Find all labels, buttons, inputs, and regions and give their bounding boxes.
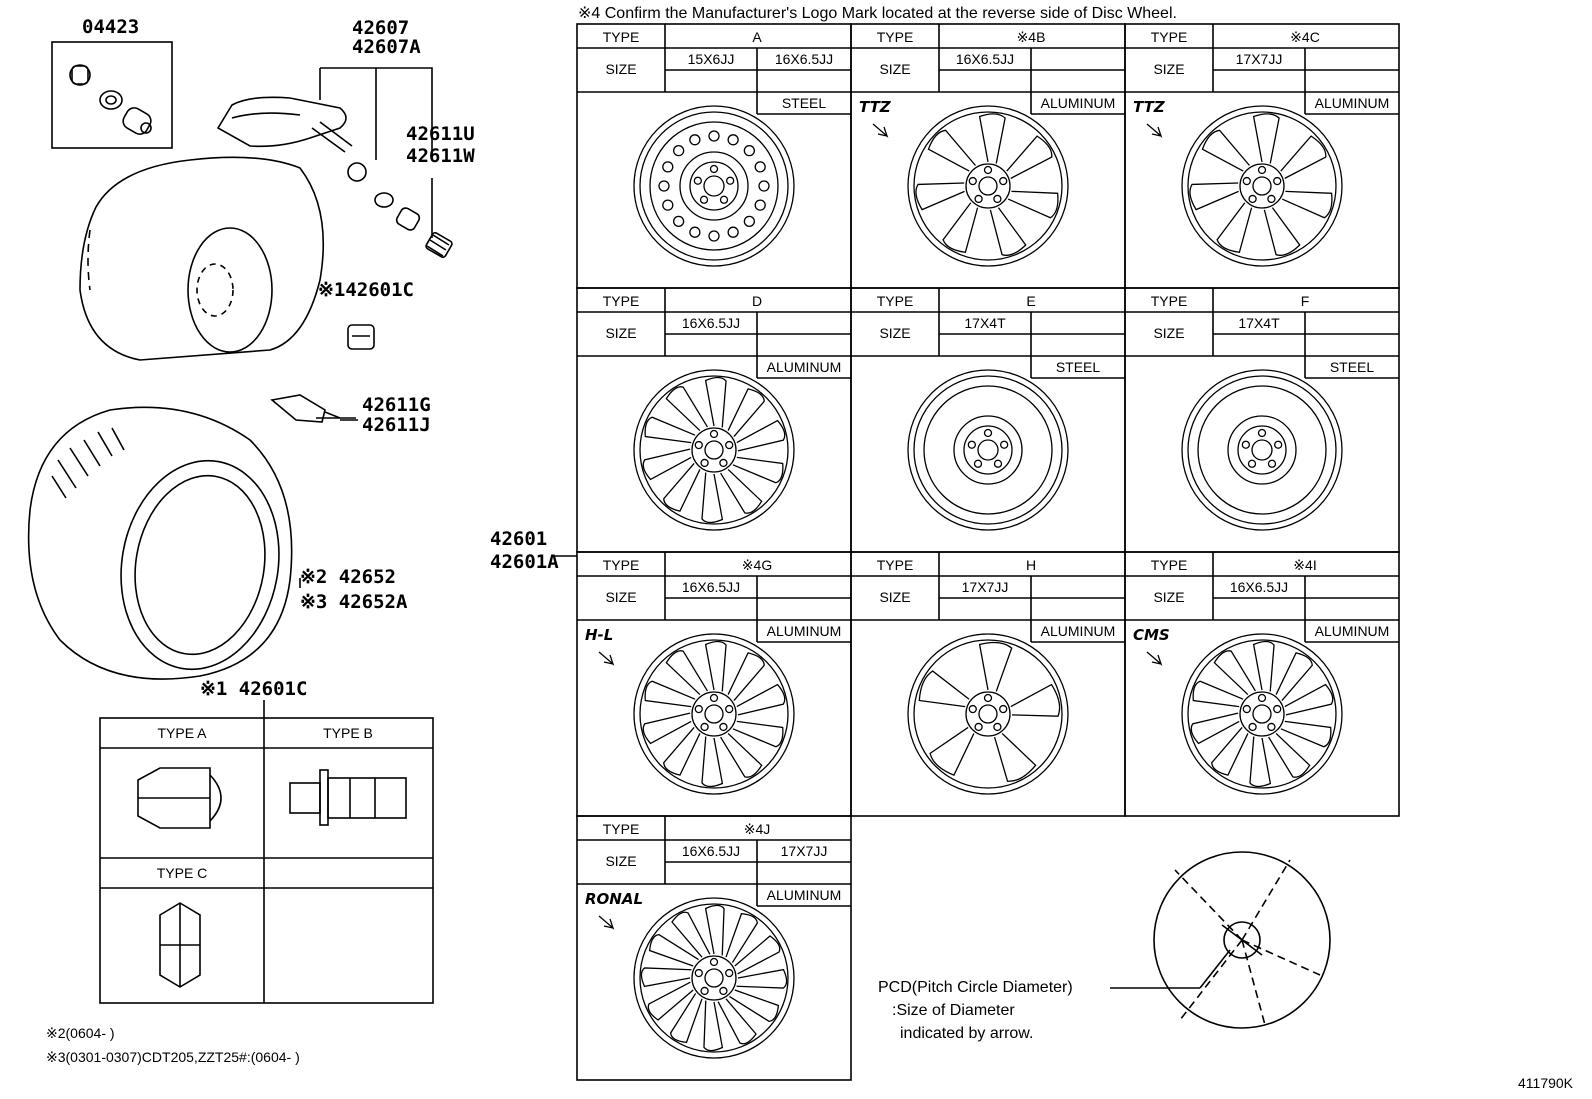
- wheel-size2-0: 16X6.5JJ: [774, 51, 834, 67]
- wheel-material-9: ALUMINUM: [766, 887, 842, 903]
- type-label: TYPE: [602, 293, 640, 309]
- wheel-logo-9: RONAL: [585, 890, 644, 908]
- logo-mark-note: ※4 Confirm the Manufacturer's Logo Mark …: [578, 5, 1177, 22]
- wheel-type-1: ※4B: [1016, 29, 1046, 45]
- type-label: TYPE: [1150, 557, 1188, 573]
- wheel-type-7: H: [1025, 557, 1037, 573]
- part-42601C-top[interactable]: ※142601C: [318, 279, 414, 301]
- type-label: TYPE: [876, 293, 914, 309]
- part-04423[interactable]: 04423: [82, 16, 140, 38]
- wheel-size1-5: 17X4T: [1238, 315, 1280, 331]
- size-label: SIZE: [605, 325, 637, 341]
- wheel-size1-0: 15X6JJ: [687, 51, 735, 67]
- pcd-line1: PCD(Pitch Circle Diameter): [878, 979, 1073, 996]
- part-42607[interactable]: 42607: [352, 17, 410, 39]
- wheel-type-6: ※4G: [741, 557, 773, 573]
- wheel-logo-8: CMS: [1133, 626, 1170, 644]
- wheel-size1-7: 17X7JJ: [961, 579, 1009, 595]
- size-label: SIZE: [879, 589, 911, 605]
- wheel-type-4: E: [1026, 293, 1036, 309]
- size-label: SIZE: [605, 853, 637, 869]
- type-label: TYPE: [1150, 29, 1188, 45]
- wheel-type-0: A: [752, 29, 762, 45]
- wheel-size1-3: 16X6.5JJ: [681, 315, 741, 331]
- wheel-type-3: D: [751, 293, 763, 309]
- wheel-material-8: ALUMINUM: [1314, 623, 1390, 639]
- part-42607A[interactable]: 42607A: [352, 36, 421, 58]
- wheel-size1-8: 16X6.5JJ: [1229, 579, 1289, 595]
- wheel-size1-4: 17X4T: [964, 315, 1006, 331]
- pcd-line2: :Size of Diameter: [892, 1002, 1015, 1019]
- type-label: TYPE: [1150, 293, 1188, 309]
- wheel-size1-9: 16X6.5JJ: [681, 843, 741, 859]
- type-label: TYPE: [876, 29, 914, 45]
- part-42652A[interactable]: ※3 42652A: [300, 591, 408, 613]
- type-label: TYPE: [602, 557, 640, 573]
- wheel-size1-1: 16X6.5JJ: [955, 51, 1015, 67]
- wheel-size1-2: 17X7JJ: [1235, 51, 1283, 67]
- nut-type-b-label: TYPE B: [323, 725, 373, 741]
- wheel-material-2: ALUMINUM: [1314, 95, 1390, 111]
- part-42611W[interactable]: 42611W: [406, 145, 475, 167]
- wheel-logo-1: TTZ: [859, 98, 891, 116]
- type-label: TYPE: [602, 29, 640, 45]
- wheel-logo-2: TTZ: [1133, 98, 1165, 116]
- wheel-size2-9: 17X7JJ: [780, 843, 828, 859]
- size-label: SIZE: [879, 325, 911, 341]
- part-42611J[interactable]: 42611J: [362, 414, 431, 436]
- wheel-material-3: ALUMINUM: [766, 359, 842, 375]
- footnote-2: ※2(0604- ): [46, 1025, 115, 1041]
- size-label: SIZE: [1153, 325, 1185, 341]
- wheel-type-2: ※4C: [1290, 29, 1320, 45]
- size-label: SIZE: [879, 61, 911, 77]
- wheel-material-0: STEEL: [781, 95, 827, 111]
- size-label: SIZE: [1153, 61, 1185, 77]
- wheel-logo-6: H-L: [585, 626, 614, 644]
- footnote-3: ※3(0301-0307)CDT205,ZZT25#:(0604- ): [46, 1049, 300, 1065]
- part-42601[interactable]: 42601: [490, 528, 548, 550]
- wheel-material-1: ALUMINUM: [1040, 95, 1116, 111]
- size-label: SIZE: [1153, 589, 1185, 605]
- wheel-material-7: ALUMINUM: [1040, 623, 1116, 639]
- wheel-type-9: ※4J: [743, 821, 771, 837]
- type-label: TYPE: [602, 821, 640, 837]
- part-42611G[interactable]: 42611G: [362, 394, 431, 416]
- size-label: SIZE: [605, 589, 637, 605]
- part-42601A[interactable]: 42601A: [490, 551, 559, 573]
- wheel-type-8: ※4I: [1293, 557, 1317, 573]
- pcd-line3: indicated by arrow.: [900, 1025, 1034, 1042]
- nut-type-c-label: TYPE C: [156, 865, 208, 881]
- part-42601C-nut[interactable]: ※1 42601C: [200, 678, 308, 700]
- wheel-material-4: STEEL: [1055, 359, 1101, 375]
- diagram-code: 411790K: [1518, 1075, 1574, 1091]
- type-label: TYPE: [876, 557, 914, 573]
- nut-type-a-label: TYPE A: [157, 725, 207, 741]
- part-42611U[interactable]: 42611U: [406, 123, 475, 145]
- wheel-type-5: F: [1300, 293, 1310, 309]
- part-42652[interactable]: ※2 42652: [300, 566, 396, 588]
- size-label: SIZE: [605, 61, 637, 77]
- wheel-size1-6: 16X6.5JJ: [681, 579, 741, 595]
- wheel-material-6: ALUMINUM: [766, 623, 842, 639]
- wheel-material-5: STEEL: [1329, 359, 1375, 375]
